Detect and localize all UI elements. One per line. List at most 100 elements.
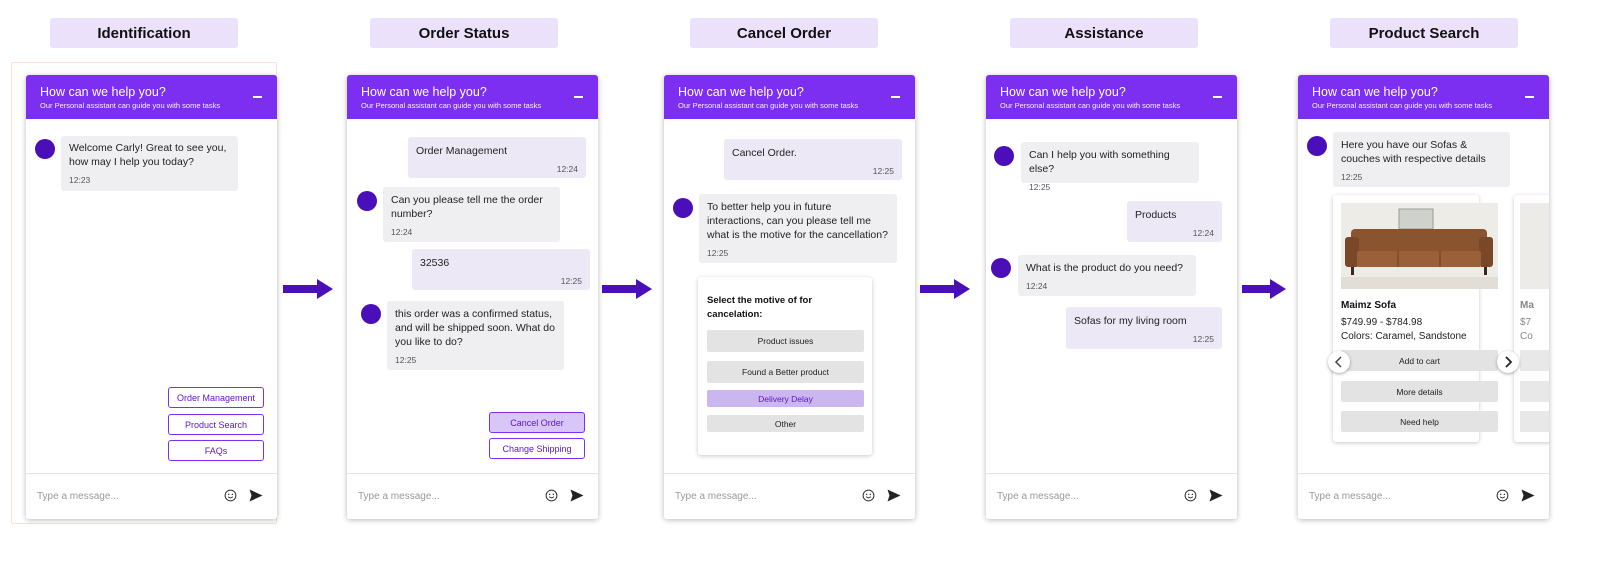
step-label-assistance: Assistance	[1010, 18, 1198, 48]
message-input-row: Type a message...	[664, 473, 915, 519]
add-to-cart-button-next[interactable]	[1520, 350, 1549, 371]
message-text: Can I help you with something else?	[1029, 149, 1170, 175]
cancel-motive-title: Select the motive of for cancelation:	[707, 295, 813, 320]
chat-window-assistance: How can we help you? Our Personal assist…	[986, 75, 1237, 519]
better-product-option[interactable]: Found a Better product	[707, 361, 864, 383]
minimize-icon[interactable]	[253, 96, 262, 98]
message-time: 12:25	[1341, 172, 1363, 182]
more-details-button[interactable]: More details	[1341, 381, 1498, 402]
chat-window-cancel-order: How can we help you? Our Personal assist…	[664, 75, 915, 519]
delivery-delay-option[interactable]: Delivery Delay	[707, 390, 864, 407]
change-shipping-button[interactable]: Change Shipping	[489, 438, 585, 459]
message-text: What is the product do you need?	[1026, 262, 1184, 274]
chat-header: How can we help you? Our Personal assist…	[986, 75, 1237, 119]
bot-message: this order was a confirmed status, and w…	[387, 301, 564, 370]
sofa-illustration	[1341, 203, 1498, 289]
emoji-icon[interactable]	[545, 489, 558, 502]
product-search-button[interactable]: Product Search	[168, 414, 264, 435]
more-details-button-next[interactable]	[1520, 381, 1549, 402]
chat-header: How can we help you? Our Personal assist…	[1298, 75, 1549, 119]
message-text: Order Management	[416, 145, 508, 157]
product-colors-next: Co	[1520, 331, 1533, 342]
message-text: Here you have our Sofas & couches with r…	[1341, 139, 1486, 165]
product-issues-option[interactable]: Product issues	[707, 330, 864, 352]
bot-message: To better help you in future interaction…	[699, 194, 897, 263]
add-to-cart-button[interactable]: Add to cart	[1341, 350, 1498, 371]
emoji-icon[interactable]	[862, 489, 875, 502]
product-colors: Colors: Caramel, Sandstone	[1341, 331, 1467, 342]
cancel-order-button[interactable]: Cancel Order	[489, 412, 585, 433]
user-message: Cancel Order. 12:25	[724, 139, 902, 180]
bot-avatar	[357, 191, 377, 211]
user-message: Sofas for my living room 12:25	[1066, 307, 1222, 349]
chat-subtitle: Our Personal assistant can guide you wit…	[40, 101, 221, 110]
product-price: $749.99 - $784.98	[1341, 317, 1423, 328]
step-label-order-status: Order Status	[370, 18, 558, 48]
bot-message: Welcome Carly! Great to see you, how may…	[61, 136, 238, 191]
bot-message: What is the product do you need? 12:24	[1018, 255, 1196, 296]
message-time: 12:23	[69, 175, 91, 185]
minimize-icon[interactable]	[891, 96, 900, 98]
step-label-product-search: Product Search	[1330, 18, 1518, 48]
message-time: 12:25	[872, 166, 894, 176]
emoji-icon[interactable]	[1496, 489, 1509, 502]
message-time: 12:24	[1026, 281, 1048, 291]
bot-message: Here you have our Sofas & couches with r…	[1333, 132, 1510, 187]
send-icon[interactable]	[1209, 489, 1223, 502]
message-input-row: Type a message...	[26, 473, 277, 519]
message-time: 12:24	[391, 227, 413, 237]
flow-arrow-icon	[283, 279, 333, 299]
send-icon[interactable]	[887, 489, 901, 502]
product-card-next[interactable]: Ma $7 Co	[1514, 195, 1549, 442]
sofa-image	[1341, 203, 1498, 289]
chat-title: How can we help you?	[361, 85, 487, 99]
message-text: Cancel Order.	[732, 147, 797, 159]
message-text: Can you please tell me the order number?	[391, 194, 543, 220]
bot-message: Can you please tell me the order number?…	[383, 187, 560, 242]
chat-title: How can we help you?	[40, 85, 166, 99]
message-input[interactable]: Type a message...	[37, 491, 119, 502]
send-icon[interactable]	[1521, 489, 1535, 502]
bot-avatar	[673, 198, 693, 218]
other-option[interactable]: Other	[707, 415, 864, 432]
message-text: 32536	[420, 257, 450, 269]
message-time: 12:24	[1192, 228, 1214, 238]
product-name: Maimz Sofa	[1341, 300, 1397, 311]
message-text: Products	[1135, 209, 1177, 221]
chat-subtitle: Our Personal assistant can guide you wit…	[361, 101, 542, 110]
minimize-icon[interactable]	[1213, 96, 1222, 98]
message-time: 12:25	[395, 355, 417, 365]
carousel-prev-icon[interactable]	[1328, 351, 1350, 373]
faqs-button[interactable]: FAQs	[168, 440, 264, 461]
chat-title: How can we help you?	[1312, 85, 1438, 99]
flow-arrow-icon	[1242, 279, 1286, 299]
user-message: Order Management 12:24	[408, 137, 586, 178]
chat-title: How can we help you?	[678, 85, 804, 99]
message-input[interactable]: Type a message...	[675, 491, 757, 502]
minimize-icon[interactable]	[1525, 96, 1534, 98]
minimize-icon[interactable]	[574, 96, 583, 98]
emoji-icon[interactable]	[1184, 489, 1197, 502]
message-input[interactable]: Type a message...	[358, 491, 440, 502]
product-name-next: Ma	[1520, 300, 1534, 311]
message-time: 12:25	[707, 248, 729, 258]
message-input-row: Type a message...	[347, 473, 598, 519]
message-input[interactable]: Type a message...	[1309, 491, 1391, 502]
message-time: 12:24	[556, 164, 578, 174]
message-text: Sofas for my living room	[1074, 315, 1187, 327]
carousel-next-icon[interactable]	[1497, 351, 1519, 373]
send-icon[interactable]	[570, 489, 584, 502]
user-message: Products 12:24	[1127, 201, 1222, 242]
message-input[interactable]: Type a message...	[997, 491, 1079, 502]
chat-subtitle: Our Personal assistant can guide you wit…	[678, 101, 859, 110]
emoji-icon[interactable]	[224, 489, 237, 502]
product-image-next	[1520, 203, 1549, 289]
bot-avatar	[991, 258, 1011, 278]
message-input-row: Type a message...	[1298, 473, 1549, 519]
send-icon[interactable]	[249, 489, 263, 502]
user-message: 32536 12:25	[412, 249, 590, 290]
order-management-button[interactable]: Order Management	[168, 387, 264, 408]
need-help-button-next[interactable]	[1520, 411, 1549, 432]
chat-window-identification: How can we help you? Our Personal assist…	[26, 75, 277, 519]
need-help-button[interactable]: Need help	[1341, 411, 1498, 432]
